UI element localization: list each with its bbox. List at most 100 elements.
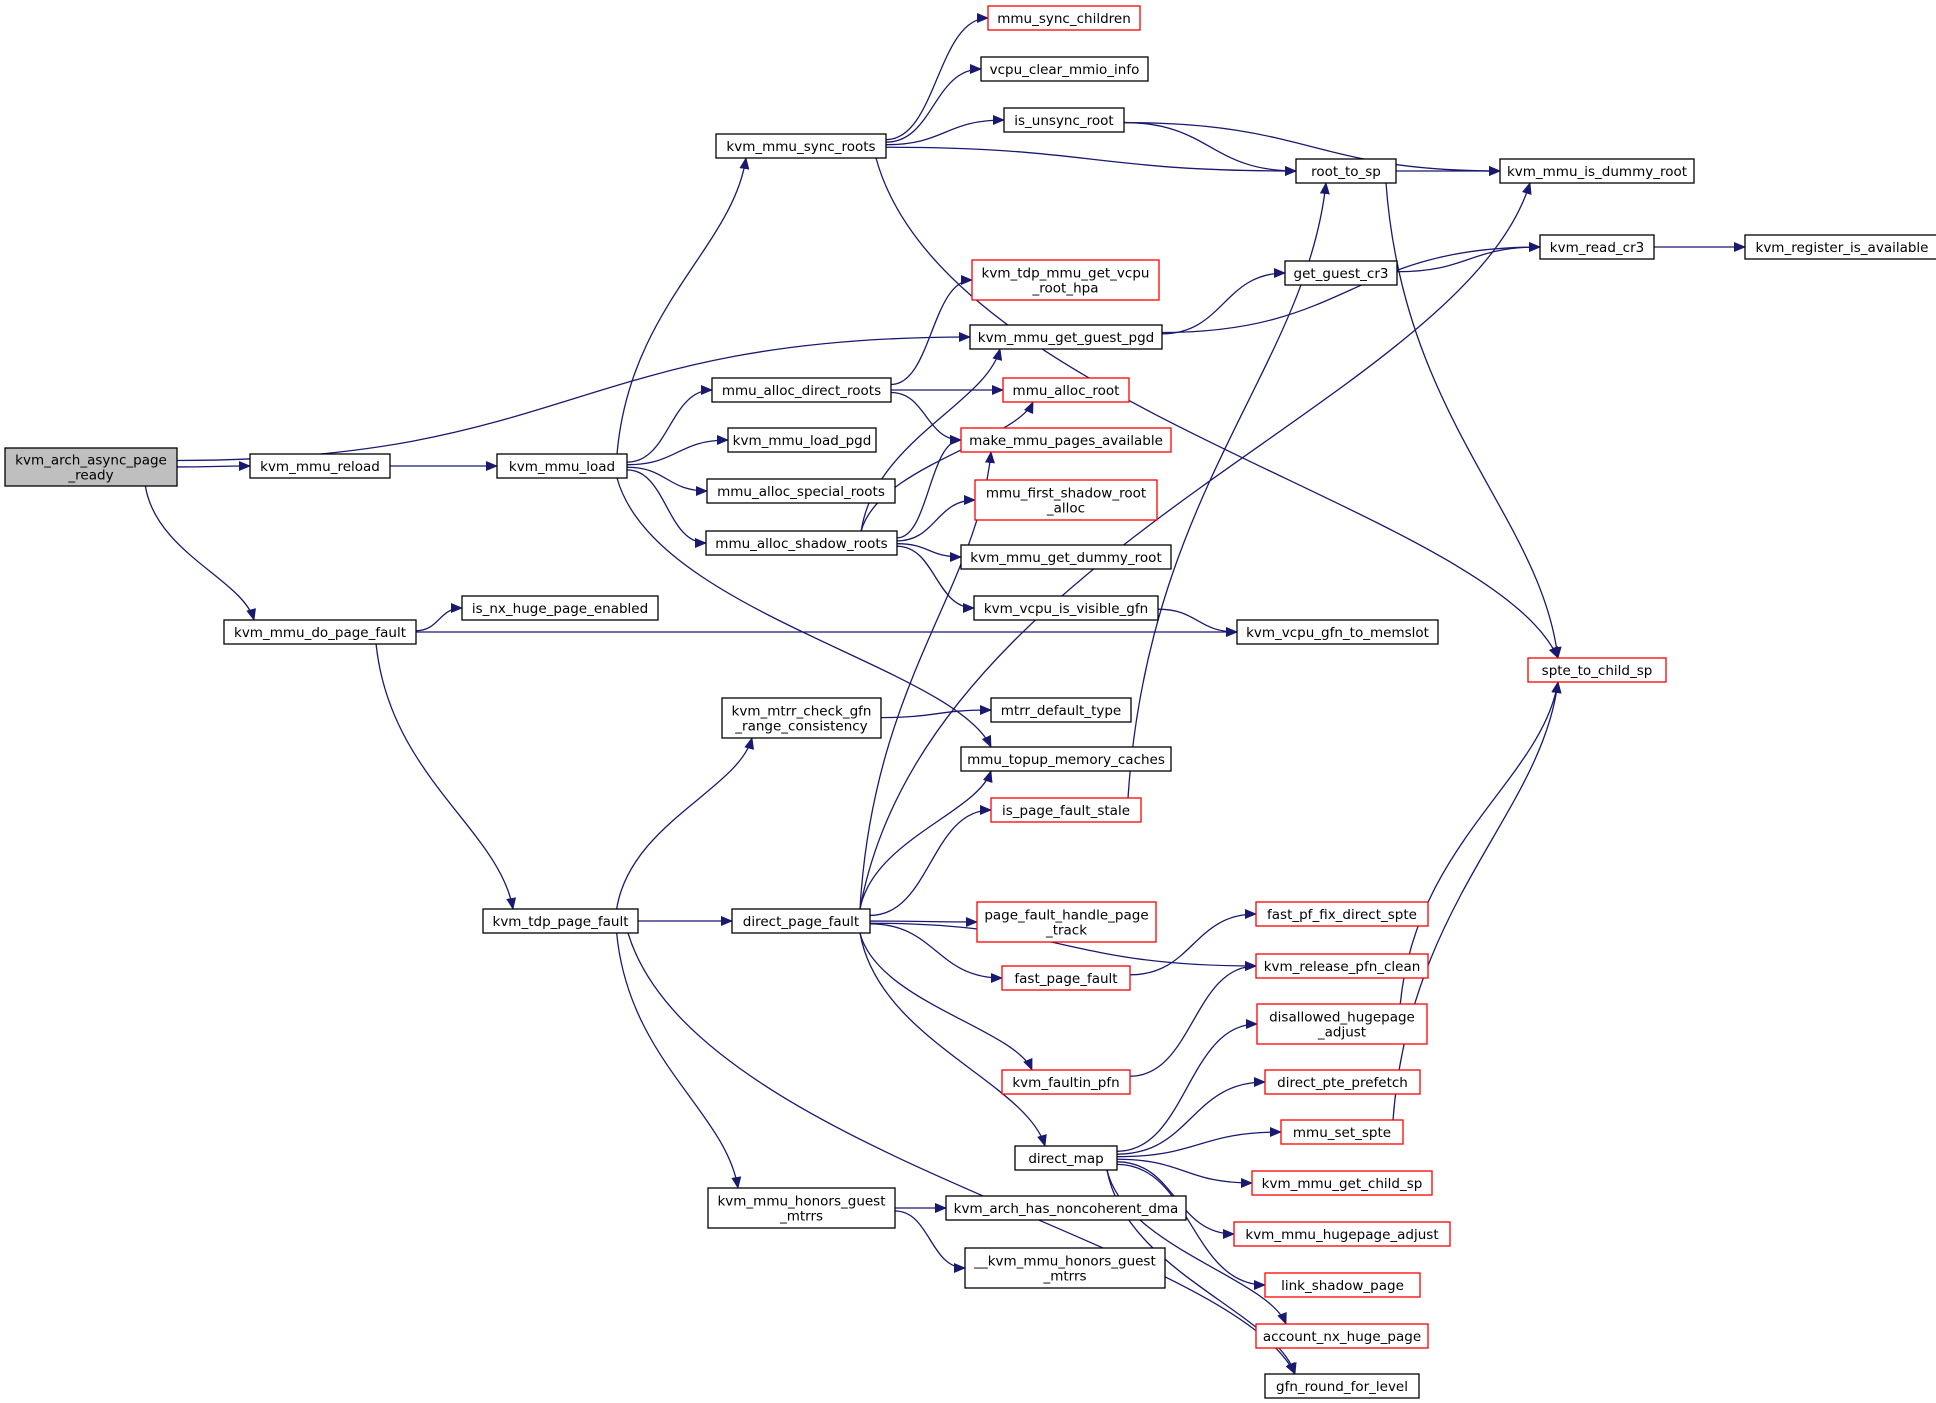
node-fast_pf_fix_direct_spte[interactable]: fast_pf_fix_direct_spte xyxy=(1255,901,1429,927)
node-box[interactable] xyxy=(1255,953,1429,979)
node-box[interactable] xyxy=(974,479,1158,521)
node-box[interactable] xyxy=(711,377,892,403)
node-box[interactable] xyxy=(223,619,417,645)
node-box[interactable] xyxy=(1233,1221,1451,1247)
node-kvm_faultin_pfn[interactable]: kvm_faultin_pfn xyxy=(1001,1069,1131,1095)
node-mmu_first_shadow_root_alloc[interactable]: mmu_first_shadow_root_alloc xyxy=(974,479,1158,521)
node-fast_page_fault[interactable]: fast_page_fault xyxy=(1001,965,1131,991)
node-box[interactable] xyxy=(1251,1170,1433,1196)
node-box[interactable] xyxy=(731,908,871,934)
node-kvm_mmu_honors_guest_mtrrs[interactable]: kvm_mmu_honors_guest_mtrrs xyxy=(707,1187,896,1229)
node-box[interactable] xyxy=(706,478,896,504)
node-box[interactable] xyxy=(1499,158,1695,184)
node-kvm_arch_async_page_ready[interactable]: kvm_arch_async_page_ready xyxy=(4,447,178,487)
node-box[interactable] xyxy=(990,797,1142,823)
node-mmu_sync_children[interactable]: mmu_sync_children xyxy=(987,5,1141,31)
node-box[interactable] xyxy=(980,56,1149,82)
node-kvm_mmu_get_child_sp[interactable]: kvm_mmu_get_child_sp xyxy=(1251,1170,1433,1196)
node-kvm_mmu_do_page_fault[interactable]: kvm_mmu_do_page_fault xyxy=(223,619,417,645)
node-mmu_alloc_root[interactable]: mmu_alloc_root xyxy=(1002,377,1130,403)
node-box[interactable] xyxy=(973,595,1159,621)
node-box[interactable] xyxy=(4,447,178,487)
node-box[interactable] xyxy=(1001,965,1131,991)
node-box[interactable] xyxy=(971,259,1160,301)
node-page_fault_handle_page_track[interactable]: page_fault_handle_page_track xyxy=(976,901,1157,943)
node-is_nx_huge_page_enabled[interactable]: is_nx_huge_page_enabled xyxy=(461,595,659,621)
node-box[interactable] xyxy=(461,595,659,621)
node-box[interactable] xyxy=(482,908,639,934)
node-kvm_release_pfn_clean[interactable]: kvm_release_pfn_clean xyxy=(1255,953,1429,979)
node-box[interactable] xyxy=(1264,1069,1421,1095)
node-gfn_round_for_level[interactable]: gfn_round_for_level xyxy=(1264,1373,1420,1399)
node-box[interactable] xyxy=(1295,158,1397,184)
node-box[interactable] xyxy=(1264,1373,1420,1399)
node-box[interactable] xyxy=(715,133,887,159)
node-is_page_fault_stale[interactable]: is_page_fault_stale xyxy=(990,797,1142,823)
node-direct_map[interactable]: direct_map xyxy=(1014,1145,1118,1171)
node-root_to_sp[interactable]: root_to_sp xyxy=(1295,158,1397,184)
node-link_shadow_page[interactable]: link_shadow_page xyxy=(1264,1272,1421,1298)
node-box[interactable] xyxy=(1001,1069,1131,1095)
node-kvm_read_cr3[interactable]: kvm_read_cr3 xyxy=(1539,234,1655,260)
node-mmu_alloc_shadow_roots[interactable]: mmu_alloc_shadow_roots xyxy=(705,530,898,556)
node-kvm_mtrr_check_gfn_range_consistency[interactable]: kvm_mtrr_check_gfn_range_consistency xyxy=(721,697,882,739)
node-box[interactable] xyxy=(1236,619,1439,645)
node-box[interactable] xyxy=(960,544,1172,570)
node-box[interactable] xyxy=(960,746,1172,772)
node-make_mmu_pages_available[interactable]: make_mmu_pages_available xyxy=(960,427,1172,453)
node-spte_to_child_sp[interactable]: spte_to_child_sp xyxy=(1527,657,1667,683)
node-box[interactable] xyxy=(990,697,1132,723)
node-box[interactable] xyxy=(1255,901,1429,927)
node-mmu_alloc_special_roots[interactable]: mmu_alloc_special_roots xyxy=(706,478,896,504)
node-box[interactable] xyxy=(1280,1119,1404,1145)
node-kvm_register_is_available[interactable]: kvm_register_is_available xyxy=(1744,234,1936,260)
node-kvm_mmu_load_pgd[interactable]: kvm_mmu_load_pgd xyxy=(727,427,877,453)
node-box[interactable] xyxy=(707,1187,896,1229)
node-box[interactable] xyxy=(1744,234,1936,260)
node-box[interactable] xyxy=(1284,260,1398,286)
node-direct_page_fault[interactable]: direct_page_fault xyxy=(731,908,871,934)
node-box[interactable] xyxy=(705,530,898,556)
node-get_guest_cr3[interactable]: get_guest_cr3 xyxy=(1284,260,1398,286)
node-kvm_vcpu_is_visible_gfn[interactable]: kvm_vcpu_is_visible_gfn xyxy=(973,595,1159,621)
node-mmu_alloc_direct_roots[interactable]: mmu_alloc_direct_roots xyxy=(711,377,892,403)
node-box[interactable] xyxy=(976,901,1157,943)
node-box[interactable] xyxy=(1527,657,1667,683)
node-kvm_mmu_get_guest_pgd[interactable]: kvm_mmu_get_guest_pgd xyxy=(969,324,1163,350)
node-box[interactable] xyxy=(1256,1003,1428,1045)
node-kvm_mmu_get_dummy_root[interactable]: kvm_mmu_get_dummy_root xyxy=(960,544,1172,570)
node-__kvm_mmu_honors_guest_mtrrs[interactable]: __kvm_mmu_honors_guest_mtrrs xyxy=(964,1247,1166,1289)
node-box[interactable] xyxy=(1002,377,1130,403)
node-mtrr_default_type[interactable]: mtrr_default_type xyxy=(990,697,1132,723)
node-direct_pte_prefetch[interactable]: direct_pte_prefetch xyxy=(1264,1069,1421,1095)
node-kvm_tdp_page_fault[interactable]: kvm_tdp_page_fault xyxy=(482,908,639,934)
node-vcpu_clear_mmio_info[interactable]: vcpu_clear_mmio_info xyxy=(980,56,1149,82)
node-disallowed_hugepage_adjust[interactable]: disallowed_hugepage_adjust xyxy=(1256,1003,1428,1045)
node-kvm_mmu_sync_roots[interactable]: kvm_mmu_sync_roots xyxy=(715,133,887,159)
node-box[interactable] xyxy=(1255,1323,1429,1349)
node-box[interactable] xyxy=(1014,1145,1118,1171)
node-kvm_tdp_mmu_get_vcpu_root_hpa[interactable]: kvm_tdp_mmu_get_vcpu_root_hpa xyxy=(971,259,1160,301)
node-box[interactable] xyxy=(964,1247,1166,1289)
node-box[interactable] xyxy=(1539,234,1655,260)
node-mmu_topup_memory_caches[interactable]: mmu_topup_memory_caches xyxy=(960,746,1172,772)
node-box[interactable] xyxy=(969,324,1163,350)
node-account_nx_huge_page[interactable]: account_nx_huge_page xyxy=(1255,1323,1429,1349)
node-kvm_mmu_is_dummy_root[interactable]: kvm_mmu_is_dummy_root xyxy=(1499,158,1695,184)
node-box[interactable] xyxy=(987,5,1141,31)
node-kvm_vcpu_gfn_to_memslot[interactable]: kvm_vcpu_gfn_to_memslot xyxy=(1236,619,1439,645)
node-kvm_mmu_hugepage_adjust[interactable]: kvm_mmu_hugepage_adjust xyxy=(1233,1221,1451,1247)
node-box[interactable] xyxy=(945,1195,1187,1221)
node-mmu_set_spte[interactable]: mmu_set_spte xyxy=(1280,1119,1404,1145)
node-box[interactable] xyxy=(1003,107,1125,133)
node-box[interactable] xyxy=(1264,1272,1421,1298)
node-is_unsync_root[interactable]: is_unsync_root xyxy=(1003,107,1125,133)
node-box[interactable] xyxy=(960,427,1172,453)
node-box[interactable] xyxy=(249,453,391,479)
node-kvm_mmu_load[interactable]: kvm_mmu_load xyxy=(496,453,628,479)
node-box[interactable] xyxy=(496,453,628,479)
node-box[interactable] xyxy=(721,697,882,739)
node-kvm_arch_has_noncoherent_dma[interactable]: kvm_arch_has_noncoherent_dma xyxy=(945,1195,1187,1221)
node-kvm_mmu_reload[interactable]: kvm_mmu_reload xyxy=(249,453,391,479)
node-box[interactable] xyxy=(727,427,877,453)
